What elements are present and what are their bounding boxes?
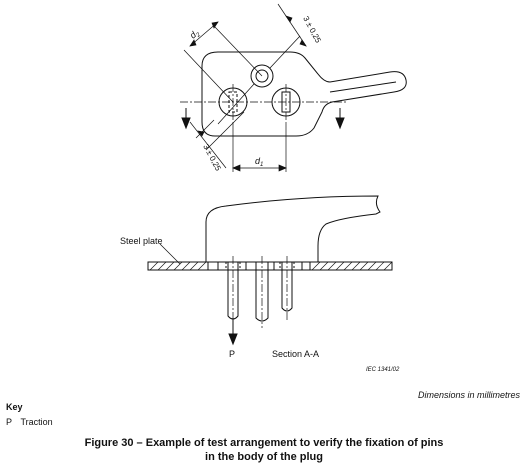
- section-arrow-left: [181, 108, 191, 130]
- d1-label: d1: [255, 156, 263, 168]
- section-centre-lines: [232, 256, 288, 328]
- steel-plate-label: Steel plate: [120, 236, 163, 246]
- key-item: P Traction: [6, 417, 53, 427]
- p-label: P: [229, 349, 235, 359]
- plug-section-body: [205, 195, 381, 262]
- figure-caption: Figure 30 – Example of test arrangement …: [0, 436, 528, 464]
- section-label: Section A-A: [272, 349, 319, 359]
- key-title: Key: [6, 402, 23, 412]
- earth-pin: [255, 69, 269, 83]
- caption-line-1: Figure 30 – Example of test arrangement …: [84, 437, 444, 449]
- dim-d1: [232, 122, 287, 172]
- section-pins: [225, 262, 295, 322]
- traction-arrow: [228, 318, 238, 346]
- plug-top-view: [201, 51, 407, 137]
- key-text: Traction: [20, 417, 53, 427]
- dim-top-label: 3 ± 0,25: [301, 15, 323, 45]
- caption-line-2: in the body of the plug: [205, 451, 323, 463]
- iec-reference: IEC 1341/02: [366, 367, 400, 373]
- earth-pin-ring: [250, 64, 274, 88]
- key-symbol: P: [6, 417, 13, 427]
- dimensions-note: Dimensions in millimetres: [417, 390, 520, 400]
- centre-lines: [180, 84, 348, 122]
- dim-bottom-left: [189, 111, 245, 169]
- steel-plate-leader: [159, 243, 181, 265]
- dim-bottom-label: 3 ± 0,25: [201, 143, 223, 173]
- dim-top-right: [217, 3, 307, 125]
- d2-label: d2: [188, 27, 203, 42]
- section-arrow-right: [335, 108, 345, 130]
- dim-d2: [183, 21, 263, 103]
- steel-plate: [147, 261, 393, 271]
